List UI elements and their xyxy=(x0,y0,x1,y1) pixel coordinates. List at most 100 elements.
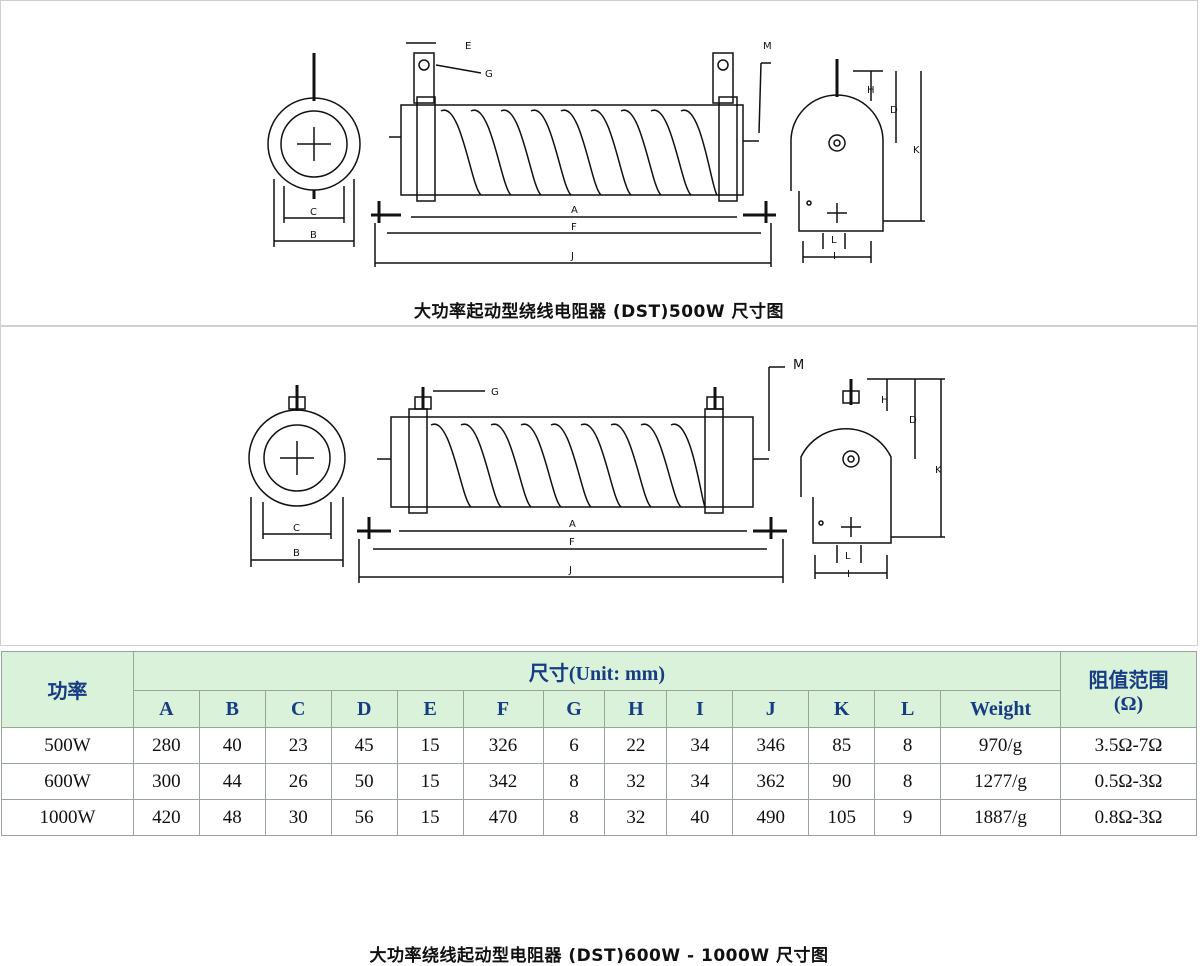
label-b: B xyxy=(310,230,317,241)
end-view-round-500w xyxy=(267,53,361,247)
dimension-cell: 30 xyxy=(264,799,332,836)
dimension-cell: 490 xyxy=(732,799,810,836)
end-view-bracket-500w xyxy=(790,59,925,263)
dimension-cell: 326 xyxy=(462,727,544,764)
dimension-cell: 15 xyxy=(396,763,464,800)
power-cell: 1000W xyxy=(1,799,134,836)
end-view-bracket-600w xyxy=(800,378,945,579)
technical-drawing-500w: E G M H D K A F J C B L I xyxy=(267,41,925,267)
technical-drawing-600w-1000w: G M H D K A F J C B L I xyxy=(248,358,945,583)
label-b-2: B xyxy=(293,548,300,559)
dimension-cell: 1277/g xyxy=(940,763,1061,800)
resistance-cell: 0.5Ω-3Ω xyxy=(1060,763,1197,800)
label-a-2: A xyxy=(569,519,576,530)
dimension-drawing-600w-1000w: G M H D K A F J C B L I 大功率绕线起动型电阻器 (DST… xyxy=(0,326,1198,966)
label-j-2: J xyxy=(568,565,572,576)
label-i: I xyxy=(833,251,836,262)
label-l-2: L xyxy=(845,551,851,562)
resistance-header: 阻值范围 (Ω) xyxy=(1060,651,1197,728)
label-k-2: K xyxy=(935,465,942,476)
dimension-cell: 362 xyxy=(732,763,810,800)
label-m: M xyxy=(763,41,772,52)
label-h-2: H xyxy=(881,395,889,406)
column-header: A xyxy=(132,690,200,728)
dimension-cell: 56 xyxy=(330,799,398,836)
label-l: L xyxy=(831,235,837,246)
label-g-2: G xyxy=(491,387,499,398)
label-i-2: I xyxy=(847,569,850,580)
column-header: H xyxy=(604,690,668,728)
label-d: D xyxy=(890,105,898,116)
power-cell: 500W xyxy=(1,727,134,764)
dimension-cell: 105 xyxy=(808,799,876,836)
column-header: I xyxy=(666,690,734,728)
dimension-drawing-500w: E G M H D K A F J C B L I 大功率起动型绕线电阻器 (D… xyxy=(0,0,1198,326)
dimension-cell: 32 xyxy=(604,763,668,800)
dimension-cell: 346 xyxy=(732,727,810,764)
dimension-cell: 8 xyxy=(874,763,942,800)
dimension-cell: 15 xyxy=(396,799,464,836)
column-header: D xyxy=(330,690,398,728)
power-header: 功率 xyxy=(1,651,134,728)
resistance-header-unit: (Ω) xyxy=(1113,692,1144,715)
label-c: C xyxy=(310,207,317,218)
dimension-cell: 90 xyxy=(808,763,876,800)
dimension-cell: 85 xyxy=(808,727,876,764)
column-header: J xyxy=(732,690,810,728)
dimension-cell: 45 xyxy=(330,727,398,764)
side-view-resistor-500w xyxy=(371,42,776,267)
side-view-resistor-600w xyxy=(357,366,787,583)
resistance-header-label: 阻值范围 xyxy=(1088,669,1169,692)
label-h: H xyxy=(867,85,875,96)
dimension-cell: 970/g xyxy=(940,727,1061,764)
label-k: K xyxy=(913,145,920,156)
label-e: E xyxy=(465,41,471,52)
dimension-cell: 22 xyxy=(604,727,668,764)
column-header: F xyxy=(462,690,544,728)
column-header: C xyxy=(264,690,332,728)
label-a: A xyxy=(571,205,578,216)
column-header: Weight xyxy=(940,690,1061,728)
power-cell: 600W xyxy=(1,763,134,800)
dimension-cell: 8 xyxy=(874,727,942,764)
end-view-round-600w xyxy=(248,385,346,567)
label-m-2: M xyxy=(793,358,804,373)
label-g: G xyxy=(485,69,493,80)
column-header: K xyxy=(808,690,876,728)
dimension-cell: 40 xyxy=(198,727,266,764)
label-j: J xyxy=(570,251,574,262)
dimension-cell: 15 xyxy=(396,727,464,764)
dimension-cell: 9 xyxy=(874,799,942,836)
dimension-cell: 470 xyxy=(462,799,544,836)
dimension-cell: 34 xyxy=(666,727,734,764)
dimension-cell: 32 xyxy=(604,799,668,836)
column-header: E xyxy=(396,690,464,728)
resistance-cell: 3.5Ω-7Ω xyxy=(1060,727,1197,764)
dimension-cell: 1887/g xyxy=(940,799,1061,836)
dimension-cell: 40 xyxy=(666,799,734,836)
dimension-cell: 44 xyxy=(198,763,266,800)
dimension-cell: 6 xyxy=(542,727,606,764)
drawing-caption-500w: 大功率起动型绕线电阻器 (DST)500W 尺寸图 xyxy=(413,302,785,322)
label-c-2: C xyxy=(293,523,300,534)
dimension-cell: 23 xyxy=(264,727,332,764)
column-header: G xyxy=(542,690,606,728)
dimension-cell: 280 xyxy=(132,727,200,764)
size-header: 尺寸(Unit: mm) xyxy=(132,651,1062,691)
label-f-2: F xyxy=(569,537,575,548)
dimension-cell: 26 xyxy=(264,763,332,800)
label-d-2: D xyxy=(909,415,917,426)
dimension-cell: 342 xyxy=(462,763,544,800)
dimension-cell: 48 xyxy=(198,799,266,836)
column-header: B xyxy=(198,690,266,728)
label-f: F xyxy=(571,222,577,233)
dimension-cell: 8 xyxy=(542,799,606,836)
column-header: L xyxy=(874,690,942,728)
resistance-cell: 0.8Ω-3Ω xyxy=(1060,799,1197,836)
drawing-caption-600w-1000w: 大功率绕线起动型电阻器 (DST)600W - 1000W 尺寸图 xyxy=(369,946,829,966)
dimension-cell: 8 xyxy=(542,763,606,800)
